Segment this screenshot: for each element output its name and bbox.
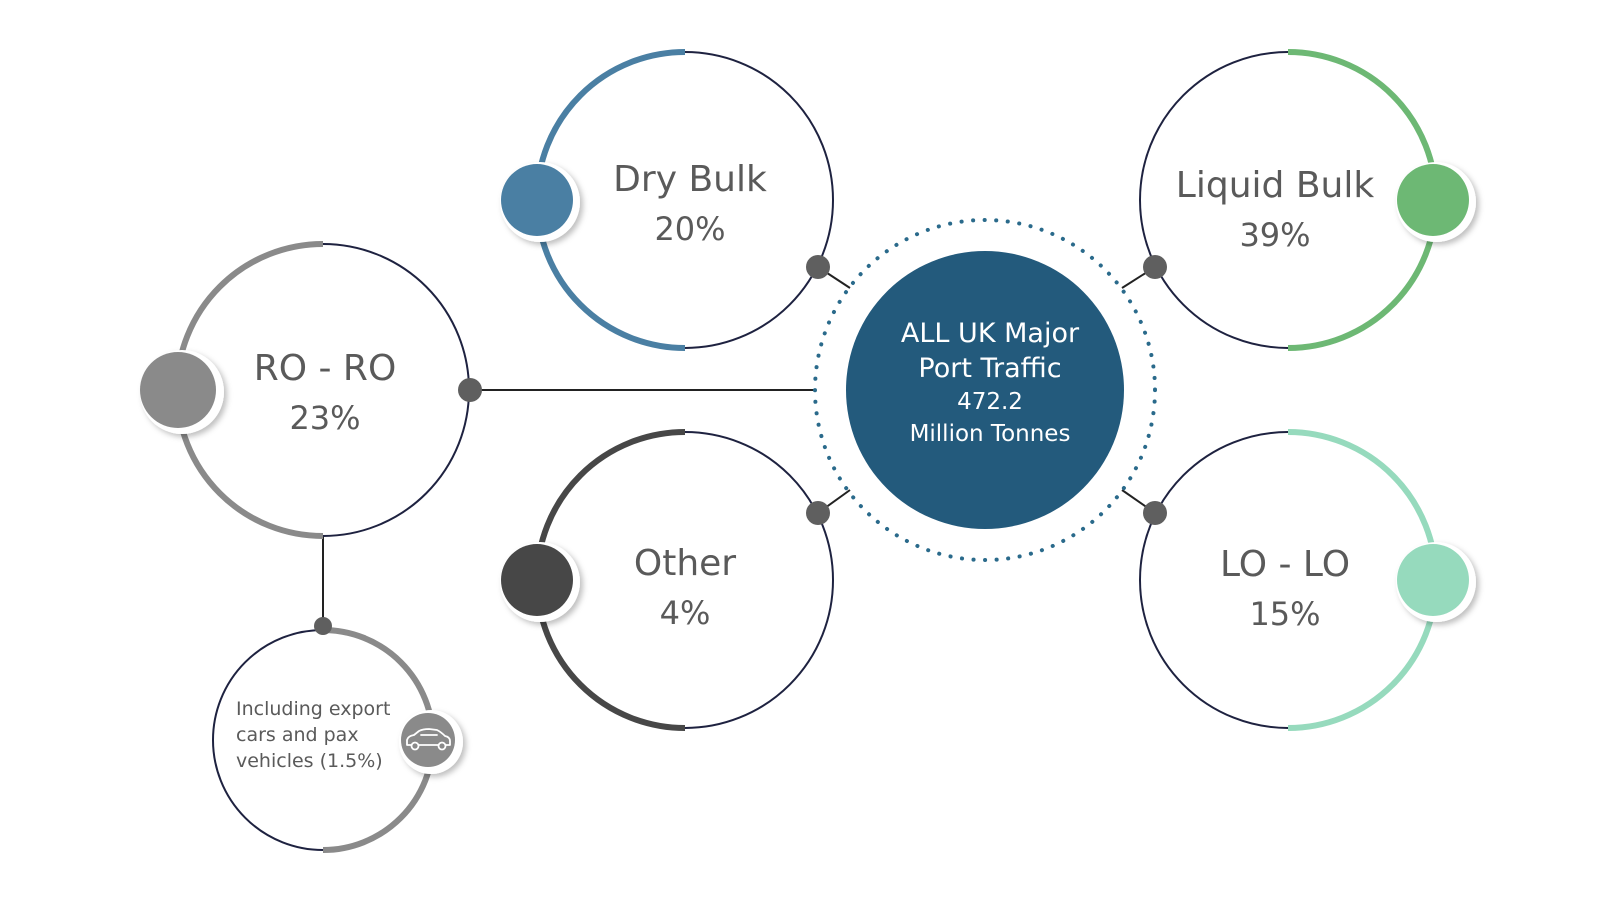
dry-bulk-badge: [501, 164, 573, 236]
lo-lo-percent: 15%: [1249, 594, 1321, 633]
lo-lo-label: LO - LO 15%: [1175, 541, 1395, 639]
dry-bulk-percent: 20%: [654, 209, 726, 248]
lo-lo-connector-dot: [1143, 501, 1167, 525]
ro-ro-label: RO - RO 23%: [215, 345, 435, 443]
dry-bulk-label: Dry Bulk 20%: [575, 156, 805, 254]
liquid-bulk-percent: 39%: [1239, 215, 1311, 254]
ro-ro-percent: 23%: [289, 398, 361, 437]
dry-bulk-name: Dry Bulk: [613, 159, 767, 200]
center-total-unit: Million Tonnes: [909, 421, 1071, 447]
car-badge: [401, 713, 455, 767]
ro-ro-note-line1: Including export: [236, 698, 391, 720]
dry-bulk-connector-dot: [806, 255, 830, 279]
center-title-line1: ALL UK Major: [900, 318, 1080, 349]
center-circle: [846, 251, 1124, 529]
lo-lo-node: [1139, 429, 1476, 731]
liquid-bulk-node: [1139, 49, 1476, 351]
center-node: [813, 218, 1157, 562]
lo-lo-name: LO - LO: [1219, 544, 1351, 585]
liquid-bulk-name: Liquid Bulk: [1175, 165, 1375, 206]
liquid-bulk-label: Liquid Bulk 39%: [1150, 162, 1400, 260]
other-percent: 4%: [659, 593, 711, 632]
car-icon: [406, 728, 451, 751]
ro-ro-note-line2: cars and pax: [236, 724, 359, 746]
ro-ro-note-line3: vehicles (1.5%): [236, 750, 383, 772]
lo-lo-badge: [1397, 544, 1469, 616]
center-label: ALL UK Major Port Traffic 472.2 Million …: [840, 316, 1140, 450]
other-name: Other: [633, 543, 737, 584]
other-node: [500, 429, 834, 731]
other-badge: [501, 544, 573, 616]
center-title-line2: Port Traffic: [918, 353, 1062, 384]
ro-ro-note-node: [212, 617, 463, 853]
ro-ro-connector-dot: [458, 378, 482, 402]
liquid-bulk-badge: [1397, 164, 1469, 236]
center-total-value: 472.2: [957, 389, 1023, 415]
ro-ro-name: RO - RO: [253, 348, 397, 389]
ro-ro-badge: [140, 352, 216, 428]
ro-ro-note-text: Including export cars and pax vehicles (…: [236, 696, 411, 774]
center-dotted-ring: [813, 218, 1157, 562]
ro-ro-note-connector-dot: [314, 617, 332, 635]
ro-ro-node: [140, 241, 482, 539]
other-connector-dot: [806, 501, 830, 525]
liquid-bulk-connector-dot: [1143, 255, 1167, 279]
other-label: Other 4%: [575, 540, 795, 638]
dry-bulk-node: [500, 49, 834, 351]
